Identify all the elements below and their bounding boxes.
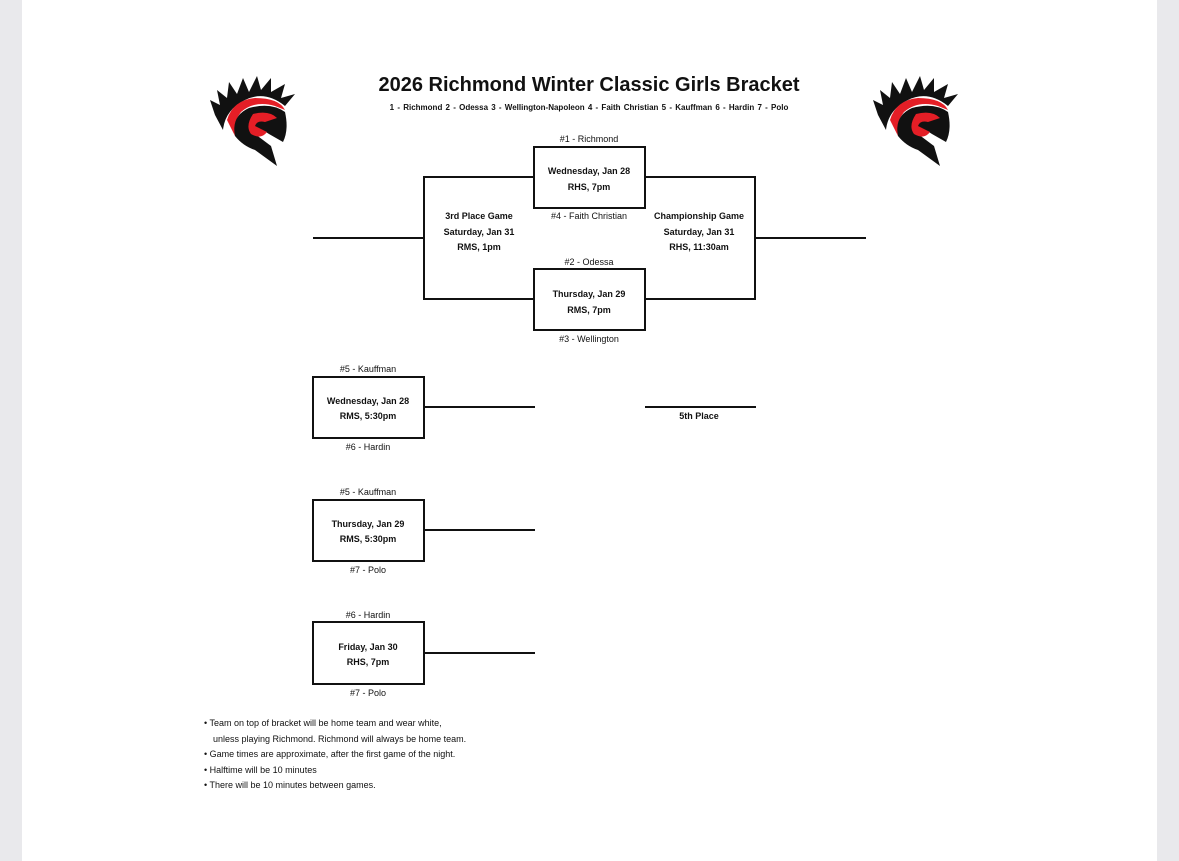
pool3-bottom-team: #7 - Polo	[349, 688, 387, 698]
pool1-bottom-team: #6 - Hardin	[345, 442, 391, 452]
note-item: • Team on top of bracket will be home te…	[204, 718, 442, 728]
semi2-day: Thursday, Jan 29	[552, 289, 626, 299]
pool3-game-box	[312, 621, 425, 685]
semi1-bottom-team: #4 - Faith Christian	[550, 211, 628, 221]
third-place-place: RMS, 1pm	[457, 242, 501, 252]
pool2-game-box	[312, 499, 425, 562]
note-item: • Game times are approximate, after the …	[204, 749, 456, 759]
pool2-top-team: #5 - Kauffman	[339, 487, 397, 497]
pool3-place: RHS, 7pm	[346, 657, 390, 667]
championship-day: Saturday, Jan 31	[663, 227, 735, 237]
semi2-top-team: #2 - Odessa	[564, 257, 614, 267]
note-text: unless playing Richmond. Richmond will a…	[213, 733, 467, 744]
semi1-game-box	[533, 146, 646, 209]
pool1-place: RMS, 5:30pm	[339, 411, 397, 421]
semi1-day: Wednesday, Jan 28	[547, 166, 631, 176]
pool2-day: Thursday, Jan 29	[331, 519, 405, 529]
spartan-logo-right	[873, 76, 958, 166]
pool2-line	[424, 529, 535, 531]
note-item: unless playing Richmond. Richmond will a…	[204, 732, 466, 748]
pool3-day: Friday, Jan 30	[338, 642, 398, 652]
third-place-day: Saturday, Jan 31	[443, 227, 515, 237]
note-text: Halftime will be 10 minutes	[209, 764, 317, 775]
notes-list: • Team on top of bracket will be home te…	[204, 716, 466, 794]
bracket-line	[423, 176, 534, 178]
semi2-game-box	[533, 268, 646, 331]
pool2-bottom-team: #7 - Polo	[349, 565, 387, 575]
championship-label: Championship Game	[653, 211, 745, 221]
note-item: • Halftime will be 10 minutes	[204, 764, 317, 775]
semi2-place: RMS, 7pm	[567, 305, 611, 315]
pool1-top-team: #5 - Kauffman	[339, 364, 397, 374]
pool3-line	[424, 652, 535, 654]
bracket-line	[423, 298, 534, 300]
seed-list: 1 - Richmond 2 - Odessa 3 - Wellington-N…	[389, 103, 789, 112]
spartan-logo-left	[210, 76, 295, 166]
bracket-line	[645, 176, 756, 178]
championship-place: RHS, 11:30am	[669, 242, 729, 252]
semi2-bottom-team: #3 - Wellington	[559, 334, 619, 344]
third-place-line	[313, 237, 424, 239]
note-text: There will be 10 minutes between games.	[209, 780, 376, 790]
pool3-top-team: #6 - Hardin	[345, 610, 391, 620]
note-text: Game times are approximate, after the fi…	[209, 749, 456, 759]
third-place-label: 3rd Place Game	[445, 211, 513, 221]
pool1-day: Wednesday, Jan 28	[326, 396, 410, 406]
bracket-line	[645, 298, 756, 300]
page-title: 2026 Richmond Winter Classic Girls Brack…	[378, 74, 800, 96]
pool2-place: RMS, 5:30pm	[339, 534, 397, 544]
championship-line	[755, 237, 866, 239]
bracket-line	[423, 176, 425, 300]
fifth-place-label: 5th Place	[679, 411, 719, 421]
pool1-game-box	[312, 376, 425, 439]
pool1-line	[424, 406, 535, 408]
semi1-place: RHS, 7pm	[567, 182, 611, 192]
bracket-page	[22, 0, 1157, 861]
semi1-top-team: #1 - Richmond	[559, 134, 619, 144]
fifth-place-line	[645, 406, 756, 408]
note-text: Team on top of bracket will be home team…	[209, 718, 442, 728]
note-item: • There will be 10 minutes between games…	[204, 780, 376, 790]
